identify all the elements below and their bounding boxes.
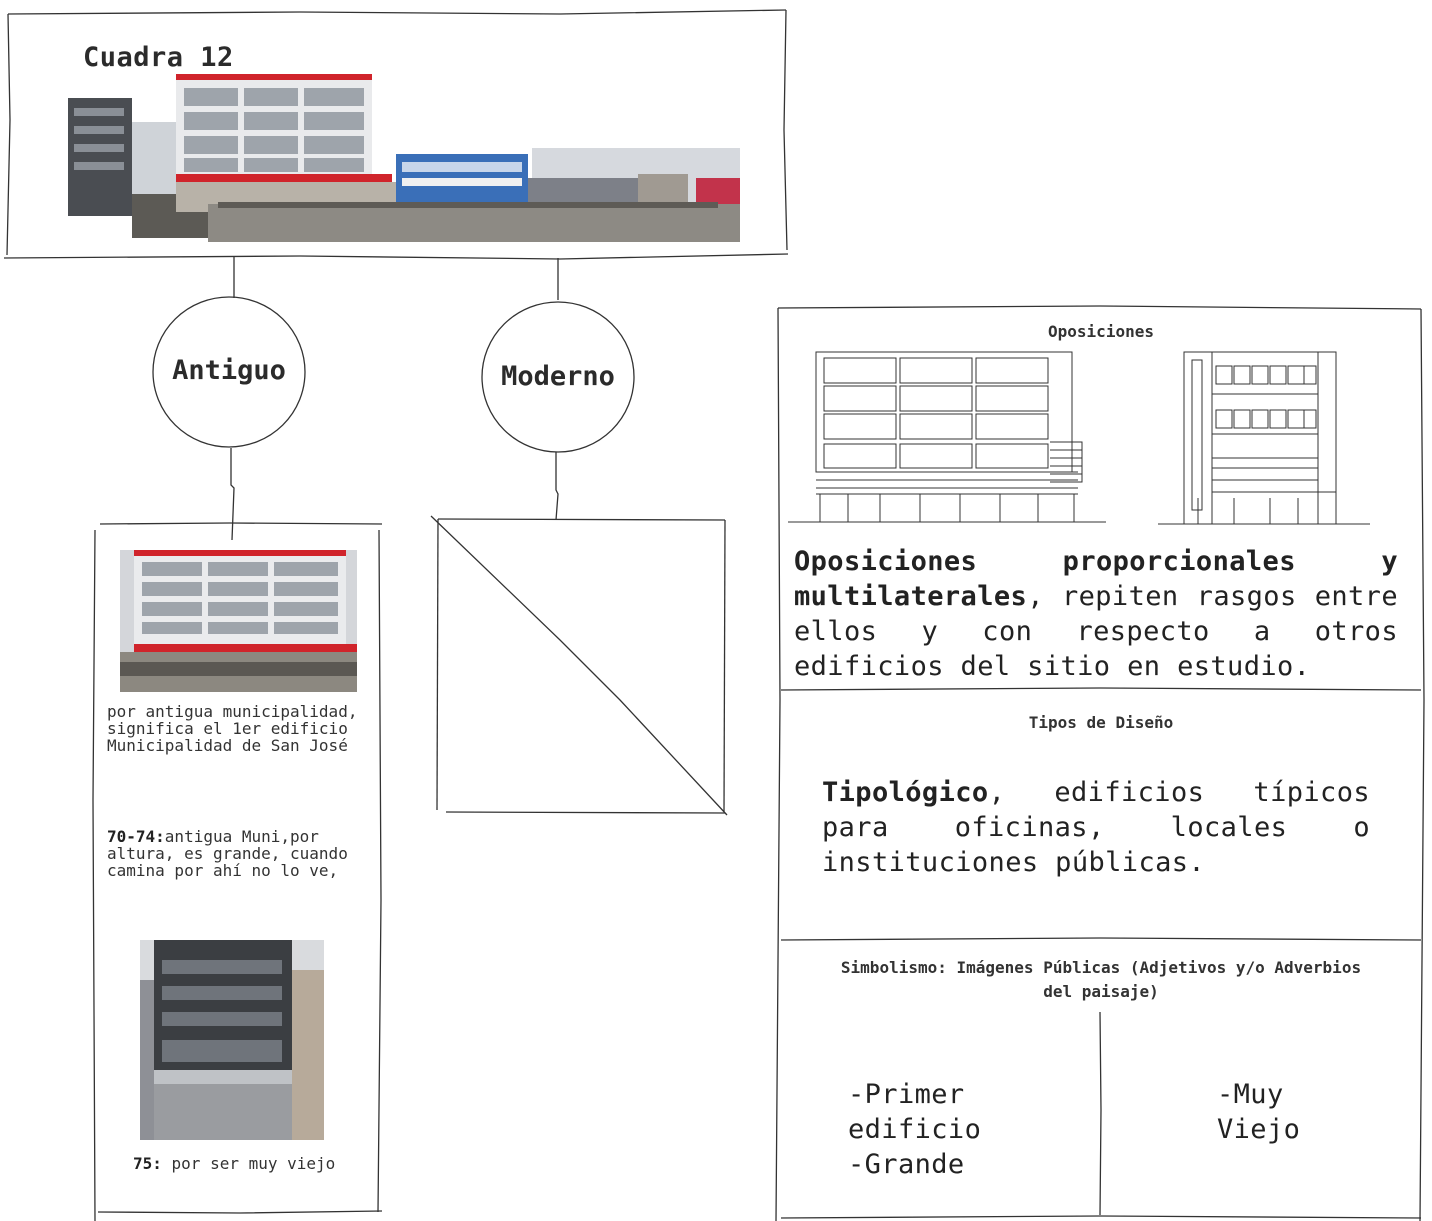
note-75-text: por ser muy viejo [161,1154,336,1173]
street-panorama-photo [68,74,742,242]
simbolismo-left-list: -Primer edificio -Grande [848,1077,1088,1182]
simbolismo-title: Simbolismo: Imágenes Públicas (Adjetivos… [840,958,1362,1001]
old-building-photo [140,940,324,1140]
building-elevation-drawing-2 [1158,348,1373,528]
tipos-description: Tipológico, edificios típicos para ofici… [822,775,1370,880]
antigua-municipalidad-photo [120,550,357,692]
oposiciones-rest-text: , repiten rasgos entre ellos y con respe… [794,581,1398,682]
tipos-rest-text: , edificios típicos para oficinas, local… [822,777,1370,878]
page-title: Cuadra 12 [83,42,234,73]
simbolismo-left-item: -Grande [848,1149,965,1180]
node-antiguo-label: Antiguo [172,355,286,386]
building-elevation-drawing-1 [788,348,1108,528]
simbolismo-right-list: -Muy Viejo [1217,1077,1397,1147]
simbolismo-right-item: -Muy [1217,1079,1284,1110]
simbolismo-left-item: -Primer [848,1079,965,1110]
node-moderno-label: Moderno [501,361,615,392]
simbolismo-left-item: edificio [848,1114,982,1145]
oposiciones-bold-text: Oposiciones proporcionales y multilatera… [794,546,1398,612]
antiguo-note-75: 75: por ser muy viejo [133,1155,353,1172]
antiguo-caption-1: por antigua municipalidad, significa el … [107,702,358,755]
note-70-74-text: antigua Muni,por altura, es grande, cuan… [107,827,348,880]
oposiciones-description: Oposiciones proporcionales y multilatera… [794,544,1398,684]
tipos-bold-text: Tipológico [822,777,989,808]
note-70-74-label: 70-74: [107,827,165,846]
oposiciones-title: Oposiciones [1048,322,1154,341]
note-75-label: 75: [133,1154,162,1173]
antiguo-note-70-74: 70-74:antigua Muni,por altura, es grande… [107,828,377,879]
simbolismo-right-item: Viejo [1217,1114,1301,1145]
tipos-diseno-title: Tipos de Diseño [1028,713,1174,732]
